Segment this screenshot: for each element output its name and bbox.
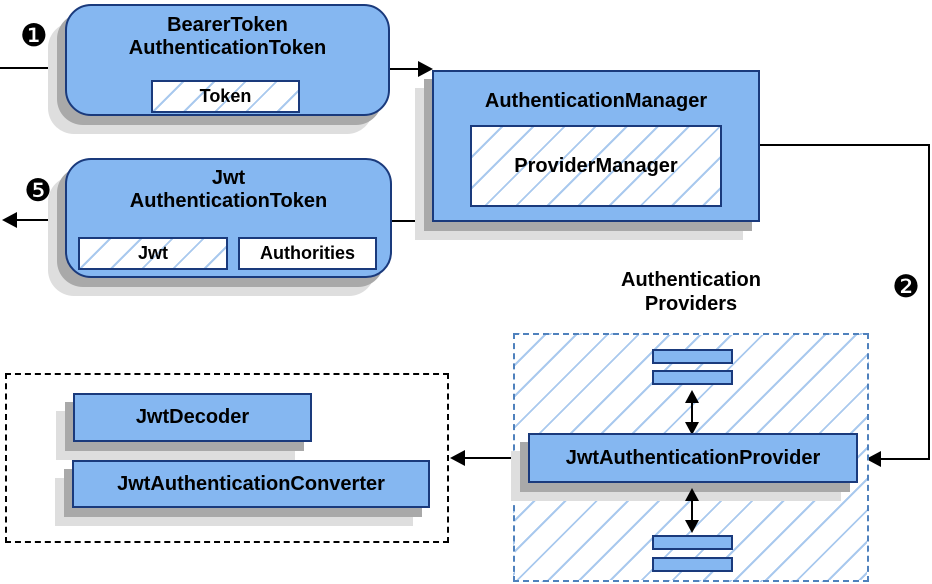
provider-placeholder-bar — [652, 557, 733, 572]
jwt-decoder-box: JwtDecoder — [73, 393, 312, 442]
connector-bearer-to-manager-line — [388, 68, 420, 70]
arrowhead-left-icon — [450, 450, 465, 466]
connector-step2-bottom-line — [880, 458, 930, 460]
bearer-token-title-line2: AuthenticationToken — [128, 37, 327, 59]
jwt-authentication-converter-box: JwtAuthenticationConverter — [72, 460, 430, 508]
arrowhead-up-icon — [685, 488, 699, 501]
arrowhead-up-icon — [685, 390, 699, 403]
provider-placeholder-bar — [652, 370, 733, 385]
connector-manager-to-jwt-line — [388, 220, 434, 222]
jwt-token-title-line1: Jwt — [211, 167, 246, 189]
step-badge-5: ❺ — [24, 173, 52, 209]
bearer-token-title-line1: BearerToken — [167, 14, 288, 36]
step-badge-1: ❶ — [20, 18, 48, 54]
jwt-token-title-line2: AuthenticationToken — [129, 190, 328, 212]
providers-title-line2: Providers — [644, 293, 738, 315]
provider-placeholder-bar — [652, 535, 733, 550]
arrowhead-left-icon — [866, 451, 881, 467]
arrowhead-right-icon — [418, 61, 433, 77]
step-badge-2: ❷ — [892, 269, 920, 305]
connector-step5-out-line — [17, 219, 67, 221]
authorities-inner-box: Authorities — [238, 237, 377, 270]
provider-manager-inner-box: ProviderManager — [470, 125, 722, 207]
provider-placeholder-bar — [652, 349, 733, 364]
jwt-authentication-provider-box: JwtAuthenticationProvider — [528, 433, 858, 483]
jwt-inner-box: Jwt — [78, 237, 228, 270]
arrowhead-down-icon — [685, 520, 699, 533]
double-arrow-top-line — [691, 401, 693, 426]
bearer-token-authentication-token-box: BearerToken AuthenticationToken Token — [65, 4, 390, 116]
connector-step1-in-line — [0, 67, 66, 69]
jwt-authentication-token-box: Jwt AuthenticationToken Jwt Authorities — [65, 158, 392, 278]
connector-step2-vertical-line — [928, 144, 930, 460]
authentication-manager-box: AuthenticationManager ProviderManager — [432, 70, 760, 222]
arrowhead-left-icon — [2, 212, 17, 228]
connector-step2-top-line — [760, 144, 930, 146]
authentication-manager-title: AuthenticationManager — [484, 90, 708, 112]
connector-provider-to-group-line — [464, 457, 528, 459]
providers-title-line1: Authentication — [621, 269, 761, 291]
token-inner-box: Token — [151, 80, 300, 113]
double-arrow-bottom-line — [691, 499, 693, 524]
authentication-providers-container: JwtAuthenticationProvider — [513, 333, 869, 582]
arrowhead-down-icon — [685, 422, 699, 435]
